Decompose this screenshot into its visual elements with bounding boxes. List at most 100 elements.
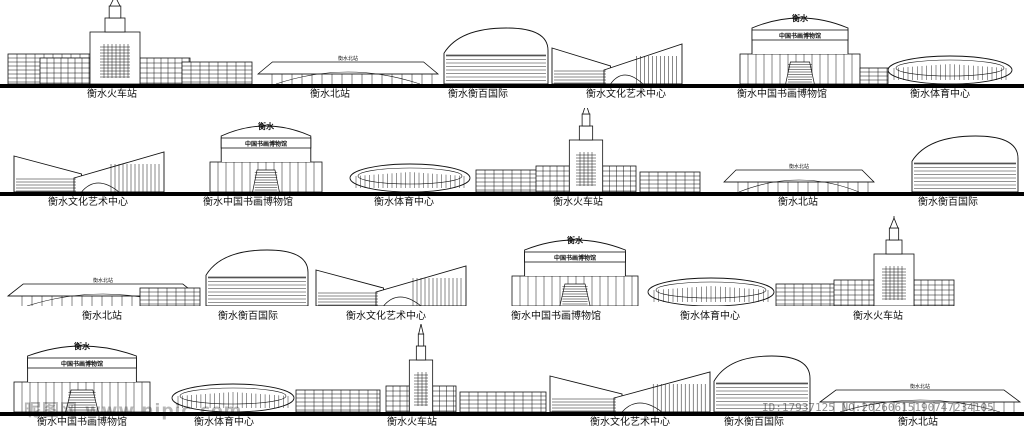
facade-lines xyxy=(868,68,888,84)
museum-top-sign: 衡水 xyxy=(792,13,809,23)
station-tower xyxy=(581,113,591,127)
skyline-row-1: 衡水北站 衡水中国书画博物馆 衡水火车站 衡水北站 衡水衡百国际 衡水文化艺术中心… xyxy=(0,0,1024,108)
filler-block xyxy=(295,389,381,413)
museum-stairs xyxy=(785,61,815,85)
museum-top-sign: 衡水 xyxy=(567,235,584,245)
label-sports-center: 衡水体育中心 xyxy=(194,417,254,428)
label-hengbai: 衡水衡百国际 xyxy=(218,311,278,322)
hengbai-floor-lines xyxy=(208,276,306,303)
station-left-wing xyxy=(385,385,410,413)
hengbai-floor-lines xyxy=(716,382,808,409)
facade-lines xyxy=(640,175,700,189)
facade-lines xyxy=(412,278,462,306)
stadium-ribs xyxy=(177,392,289,408)
label-station: 衡水火车站 xyxy=(853,311,903,322)
facade-lines xyxy=(737,182,869,192)
facade-lines xyxy=(562,286,588,305)
north-station-drawing: 衡水北站 xyxy=(256,55,440,85)
hengbai-floor-lines xyxy=(914,162,1016,189)
facade-lines xyxy=(16,178,76,192)
label-hengbai: 衡水衡百国际 xyxy=(448,89,508,100)
station-tower-base xyxy=(578,125,594,141)
north-station-arch xyxy=(275,71,421,85)
facade-lines xyxy=(414,374,428,406)
facade-lines xyxy=(476,173,556,191)
culture-center-drawing xyxy=(551,43,683,85)
facade-lines xyxy=(103,44,129,78)
filler-building xyxy=(639,171,701,193)
filler-building xyxy=(139,287,201,306)
culture-wing-left xyxy=(315,269,384,306)
facade-lines xyxy=(860,71,888,81)
facade-lines xyxy=(920,280,950,306)
facade-lines xyxy=(439,386,454,412)
sports-center-drawing xyxy=(647,277,775,306)
stadium-ribs xyxy=(653,286,769,302)
facade-lines xyxy=(554,70,606,84)
culture-wing-right xyxy=(613,371,711,413)
culture-center-drawing xyxy=(13,151,165,193)
label-sports-center: 衡水体育中心 xyxy=(680,311,740,322)
facade-lines xyxy=(652,384,706,412)
culture-arch xyxy=(610,74,644,85)
culture-arch xyxy=(81,182,120,193)
museum-drawing: 衡水中国书画博物馆 xyxy=(209,121,323,193)
facade-lines xyxy=(636,56,677,84)
image-id-info: ID:17937125 NO:20260615190747234105 xyxy=(762,401,994,414)
label-north-station: 衡水北站 xyxy=(778,197,818,208)
ground-line xyxy=(0,412,1024,416)
museum-stairs xyxy=(252,169,280,193)
station-right-wing xyxy=(602,165,637,193)
filler-block xyxy=(181,61,253,85)
labels-row-2: 衡水文化艺术中心 衡水中国书画博物馆 衡水体育中心 衡水火车站 衡水北站 衡水衡… xyxy=(0,197,1024,211)
museum-banner-sign: 中国书画博物馆 xyxy=(61,360,103,368)
facade-lines xyxy=(140,291,200,305)
museum-stairs xyxy=(559,283,591,306)
museum-banner-band xyxy=(220,137,312,149)
label-station: 衡水火车站 xyxy=(87,89,137,100)
station-tower-base xyxy=(885,239,903,255)
north-station-sign: 衡水北站 xyxy=(338,55,358,62)
label-sports-center: 衡水体育中心 xyxy=(910,89,970,100)
station-drawing xyxy=(833,216,955,306)
filler-building xyxy=(459,391,547,413)
facade-lines xyxy=(834,284,874,306)
label-museum: 衡水中国书画博物馆 xyxy=(203,197,293,208)
museum-banner-sign: 中国书画博物馆 xyxy=(779,32,821,40)
museum-drawing: 衡水中国书画博物馆 xyxy=(739,13,861,85)
station-left-wing xyxy=(39,57,91,85)
facade-lines xyxy=(536,170,570,192)
station-left-wing xyxy=(833,279,875,306)
culture-wing-left xyxy=(549,375,623,413)
label-culture-center: 衡水文化艺术中心 xyxy=(48,197,128,208)
facade-lines xyxy=(648,172,695,192)
station-tower xyxy=(888,227,900,241)
station-main-hall xyxy=(408,359,434,413)
facade-lines xyxy=(296,393,380,411)
museum-banner-band xyxy=(524,251,626,263)
north-station-drawing: 衡水北站 xyxy=(723,163,875,193)
facade-lines xyxy=(609,166,631,192)
facade-lines xyxy=(468,392,542,412)
stadium-ribs xyxy=(355,172,465,188)
facade-lines xyxy=(318,292,378,306)
facade-lines xyxy=(271,74,433,84)
facade-lines xyxy=(304,390,378,412)
culture-arch xyxy=(621,402,663,413)
station-tower xyxy=(417,333,425,347)
label-culture-center: 衡水文化艺术中心 xyxy=(586,89,666,100)
stadium-ribs xyxy=(893,64,1007,80)
facade-lines xyxy=(833,402,1015,412)
filler-building xyxy=(859,67,889,85)
labels-row-1: 衡水火车站 衡水北站 衡水衡百国际 衡水文化艺术中心 衡水中国书画博物馆 衡水体… xyxy=(0,89,1024,103)
facade-lines xyxy=(140,62,190,84)
north-station-arch xyxy=(738,179,860,193)
station-tower-base xyxy=(104,17,126,33)
facade-lines xyxy=(460,395,546,409)
north-station-sign: 衡水北站 xyxy=(910,383,930,390)
site-watermark: 昵图网 www.nipic.com xyxy=(24,401,243,421)
filler-block xyxy=(459,391,547,413)
